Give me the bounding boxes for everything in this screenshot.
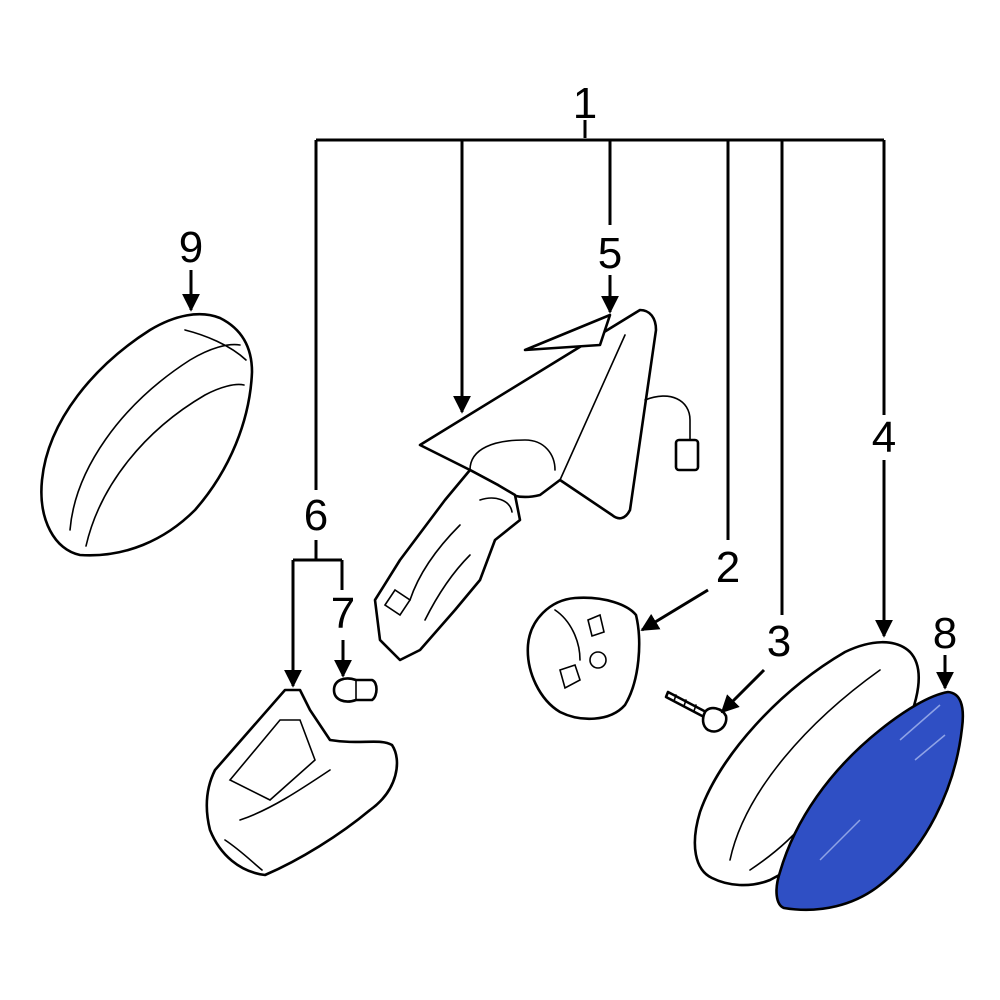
mirror-cover-cap <box>40 312 254 557</box>
callout-1-bracket <box>314 120 886 615</box>
callout-7: 7 <box>331 589 355 638</box>
callout-4: 4 <box>872 413 896 462</box>
mounting-screw <box>664 690 728 733</box>
callout-9: 9 <box>179 223 203 272</box>
callout-3-arrow <box>720 668 766 714</box>
callout-3: 3 <box>767 617 791 666</box>
mirror-actuator-motor <box>526 596 641 721</box>
callout-6-bracket <box>284 540 344 688</box>
mirror-base-housing <box>373 308 700 662</box>
callout-2-arrow <box>640 588 709 632</box>
turn-signal-housing <box>205 688 399 877</box>
callout-8: 8 <box>933 609 957 658</box>
callout-1: 1 <box>573 79 597 128</box>
mirror-glass <box>775 690 965 912</box>
callout-2: 2 <box>716 543 740 592</box>
callout-5: 5 <box>598 229 622 278</box>
callout-6: 6 <box>304 491 328 540</box>
turn-signal-bulb <box>332 677 378 703</box>
